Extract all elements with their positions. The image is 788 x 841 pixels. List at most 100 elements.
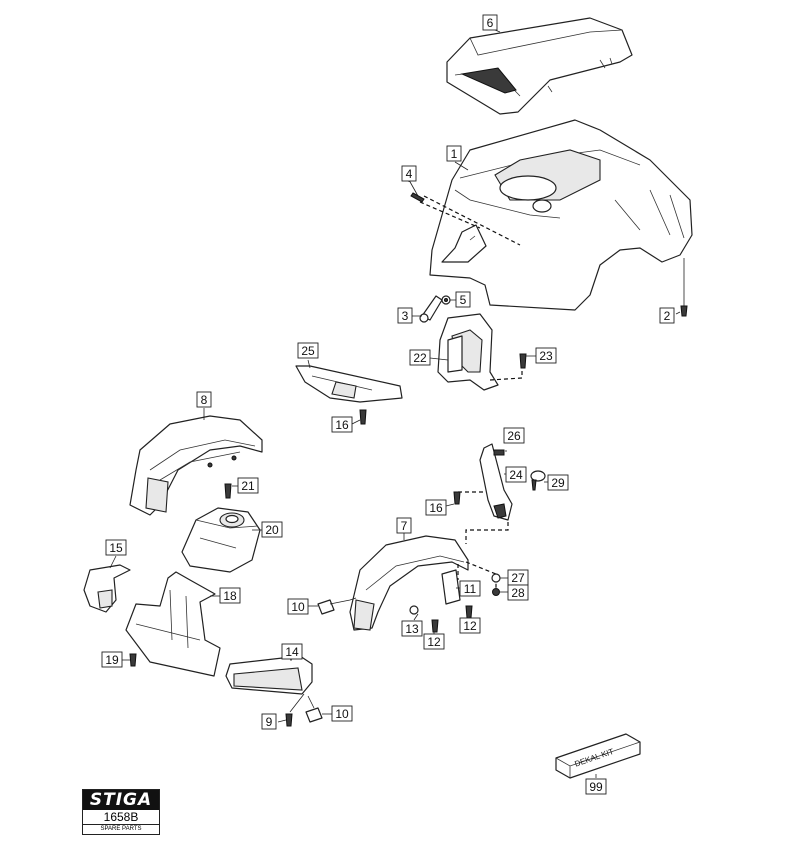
callout-99: 99 [585,778,607,795]
svg-text:29: 29 [551,476,565,490]
svg-text:18: 18 [223,589,237,603]
part-21-screw[interactable] [224,483,232,499]
svg-text:1: 1 [451,147,458,161]
part-27-washer[interactable] [491,573,501,583]
part-12-bolt-left[interactable] [431,619,439,633]
callout-6: 6 [482,14,498,31]
svg-text:6: 6 [487,16,494,30]
part-25-bracket[interactable] [295,365,403,403]
part-16-screw-lower[interactable] [453,491,461,505]
part-14-panel[interactable] [225,655,313,695]
svg-text:9: 9 [266,715,273,729]
callout-12-left: 12 [423,633,445,650]
spare-parts-label: SPARE PARTS [100,826,142,832]
svg-text:25: 25 [301,344,315,358]
leader-lines [109,27,681,778]
svg-text:15: 15 [109,541,123,555]
part-22-bracket[interactable] [437,313,499,391]
part-23-screw[interactable] [519,353,527,369]
svg-text:3: 3 [402,309,409,323]
part-5-washer[interactable] [441,295,451,305]
part-9-screw[interactable] [285,693,305,727]
part-8-fender[interactable] [129,415,263,516]
diagram-code: 1658B [83,810,159,825]
svg-text:4: 4 [406,167,413,181]
svg-text:24: 24 [509,468,523,482]
part-13-washer[interactable] [409,605,419,615]
part-10-clip-upper[interactable] [317,597,357,615]
assembly-line [419,201,481,229]
callout-25: 25 [297,342,319,359]
callout-27: 27 [507,569,529,586]
part-6-hood-lid[interactable] [446,17,633,115]
callout-8: 8 [196,391,212,408]
callout-3: 3 [397,307,413,324]
part-99-decal-kit[interactable]: DEKAL KIT [555,733,641,779]
part-7-fender[interactable] [349,535,469,631]
assembly-line [465,561,497,590]
callout-11: 11 [459,580,481,597]
part-15-bracket[interactable] [83,564,131,613]
svg-text:16: 16 [335,418,349,432]
svg-text:7: 7 [401,519,408,533]
brand-logo-block: STIGA 1658B SPARE PARTS [82,789,160,835]
svg-text:19: 19 [105,653,119,667]
part-10-clip-lower[interactable] [305,695,323,723]
callout-16-lower: 16 [425,499,447,516]
svg-text:21: 21 [241,479,255,493]
callout-28: 28 [507,584,529,601]
svg-text:11: 11 [464,582,477,596]
part-12-bolt-right[interactable] [465,605,473,619]
svg-text:26: 26 [507,429,521,443]
svg-text:5: 5 [460,293,467,307]
callout-15: 15 [105,539,127,556]
part-16-screw-upper[interactable] [359,409,367,425]
callout-9: 9 [261,713,277,730]
assembly-line [423,195,521,246]
assembly-line [489,360,523,381]
svg-text:10: 10 [335,707,349,721]
callout-13: 13 [401,620,423,637]
svg-text:22: 22 [413,351,427,365]
part-2-screw[interactable] [680,258,688,317]
part-24-bracket[interactable] [479,443,513,521]
svg-text:14: 14 [285,645,299,659]
callout-20: 20 [261,521,283,538]
callout-21: 21 [237,477,259,494]
part-26-screw[interactable] [493,449,505,456]
part-11-plate[interactable] [441,569,461,605]
part-4-screw[interactable] [408,179,425,203]
callout-16-upper: 16 [331,416,353,433]
callout-24: 24 [505,466,527,483]
part-3-clip[interactable] [419,295,443,323]
part-18-cover[interactable] [125,571,221,677]
part-19-screw[interactable] [129,653,137,667]
callout-10-lower: 10 [331,705,353,722]
svg-text:16: 16 [429,501,443,515]
callout-26: 26 [503,427,525,444]
callout-12-right: 12 [459,617,481,634]
svg-text:28: 28 [511,586,525,600]
svg-text:8: 8 [201,393,208,407]
svg-text:10: 10 [291,600,305,614]
part-29-knob[interactable] [530,470,546,491]
svg-text:23: 23 [539,349,553,363]
svg-text:12: 12 [463,619,477,633]
callout-7: 7 [396,517,412,534]
callout-5: 5 [455,291,471,308]
svg-text:2: 2 [664,309,671,323]
callout-19: 19 [101,651,123,668]
callout-29: 29 [547,474,569,491]
part-20-fuel-tank[interactable] [181,507,261,573]
callout-1: 1 [446,145,462,162]
callout-23: 23 [535,347,557,364]
svg-text:27: 27 [511,571,525,585]
part-28-nut[interactable] [492,588,500,596]
callout-14: 14 [281,643,303,660]
assembly-line [465,522,509,544]
svg-text:12: 12 [427,635,441,649]
brand-logo: STIGA [83,790,159,810]
part-1-hood-body[interactable] [429,119,693,311]
svg-text:13: 13 [405,622,419,636]
